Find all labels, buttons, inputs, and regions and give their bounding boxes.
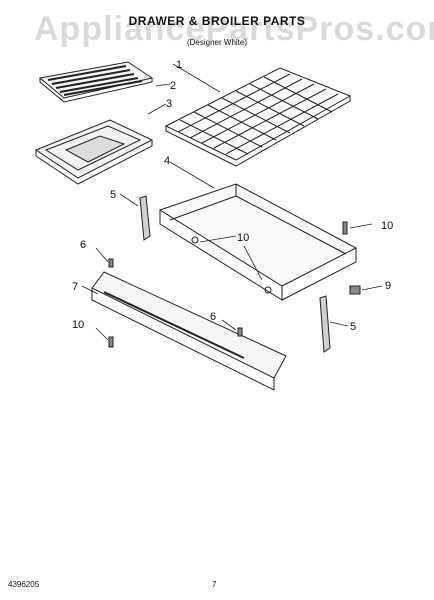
callout-6-right: 6 (210, 311, 216, 323)
page-number: 7 (212, 580, 217, 589)
callout-5-right: 5 (350, 321, 356, 333)
drawer-slides (139, 195, 331, 353)
callout-10-right: 10 (381, 220, 393, 232)
callout-10-left: 10 (72, 319, 84, 331)
callout-9: 9 (385, 280, 391, 292)
document-number: 4396205 (8, 580, 40, 589)
broiler-pan (34, 119, 154, 185)
callout-7: 7 (72, 281, 78, 293)
callout-2: 2 (170, 80, 176, 92)
callout-5-left: 5 (110, 189, 116, 201)
leader-lines (81, 63, 383, 341)
drawer-front-panel (91, 271, 287, 391)
watermark: AppliancePartsPros.com (34, 10, 434, 48)
drawer-assembly (158, 183, 358, 301)
callout-6-left: 6 (80, 239, 86, 251)
callout-4: 4 (164, 155, 170, 167)
callout-labels: 1 2 3 4 5 5 6 6 7 9 10 10 10 (72, 59, 393, 333)
color-note: (Designer White) (186, 38, 247, 47)
callout-3: 3 (166, 98, 172, 110)
oven-rack (164, 67, 352, 167)
callout-10-center: 10 (237, 232, 249, 244)
callout-1: 1 (176, 59, 182, 71)
screws (108, 221, 361, 348)
diagram-title: DRAWER & BROILER PARTS (128, 14, 306, 28)
broiler-grid (38, 61, 154, 103)
